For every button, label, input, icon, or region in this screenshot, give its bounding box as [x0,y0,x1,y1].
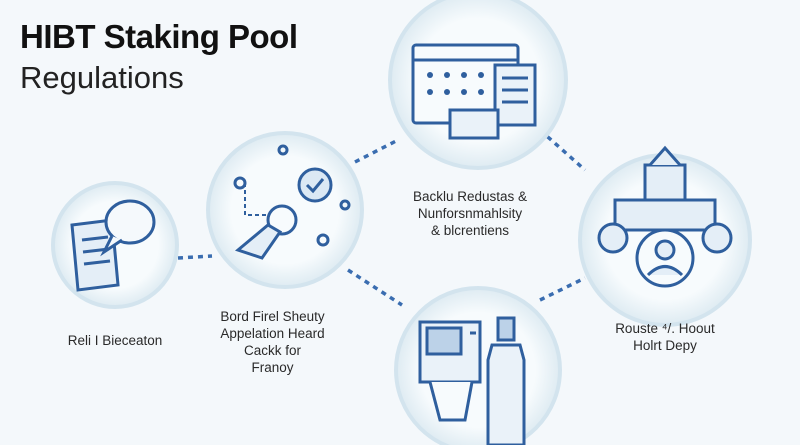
label-line: & blcrentiens [430,223,510,238]
label-line: Cackk for [243,343,301,358]
page-title: HIBT Staking Pool [20,18,298,55]
hand-network-check-icon [233,144,351,260]
connector-left-centerleft [177,254,213,260]
node-label-top: Backlu Redustas & Nunforsnmahlsity & blc… [400,188,540,239]
computer-bottle-icon [418,316,526,445]
connector-centerleft-top [354,138,399,164]
label-line: Bord Firel Sheuty [220,309,325,324]
node-label-left: Reli I Bieceaton [30,332,200,349]
node-label-right: Rouste ⁴/. Hoout Holrt Depy [590,320,740,354]
connector-centerleft-bottom [347,268,403,307]
label-line: Backlu Redustas & [412,189,528,204]
page-subtitle: Regulations [20,60,184,95]
connector-bottom-right [539,276,586,302]
label-line: Rouste ⁴/. Hoout [615,321,715,336]
building-people-icon [597,145,733,288]
label-line: Holrt Depy [633,338,697,353]
label-text: Reli I Bieceaton [67,333,163,348]
label-line: Nunforsnmahlsity [417,206,523,221]
label-line: Franoy [251,360,294,375]
document-speech-bubble-icon [70,199,156,292]
calendar-documents-icon [411,43,537,140]
label-line: Appelation Heard [220,326,325,341]
node-circle-center-left [206,131,364,289]
node-label-center-left: Bord Firel Sheuty Appelation Heard Cackk… [200,308,345,376]
